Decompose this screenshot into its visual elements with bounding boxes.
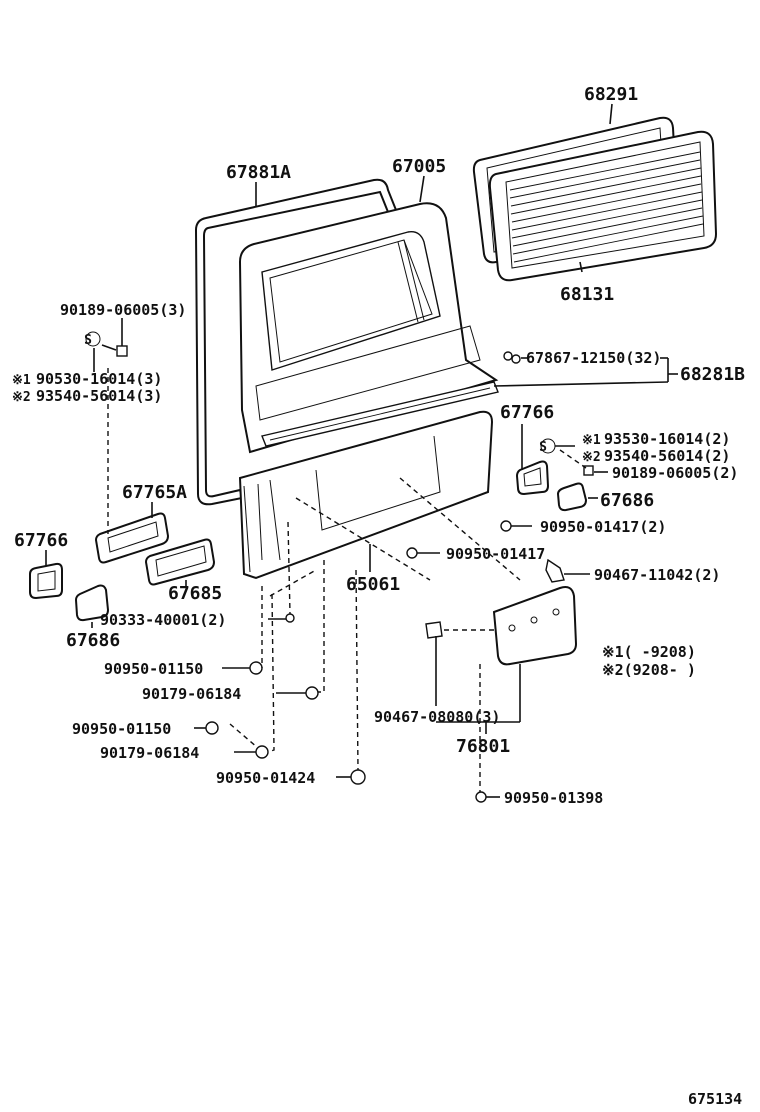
- garnish-67766-right: [515, 460, 550, 496]
- marker-2-right: ※2: [582, 450, 601, 465]
- note-2: ※2(9208- ): [602, 661, 696, 679]
- s-clip-left: [85, 331, 101, 347]
- label-65061: 65061: [346, 574, 400, 595]
- label-67881A: 67881A: [226, 162, 291, 183]
- clip-90467-08080: [425, 621, 443, 639]
- clip-67867: [503, 351, 513, 361]
- label-93540-56014-3: 93540-56014(3): [36, 387, 162, 405]
- marker-2-left: ※2: [12, 390, 31, 405]
- label-90950-01150-b: 90950-01150: [72, 720, 171, 738]
- glass-68131: [488, 130, 718, 282]
- label-67686-left: 67686: [66, 630, 120, 651]
- label-93530-16014-2: 93530-16014(2): [604, 430, 730, 448]
- label-90189-06005-2: 90189-06005(2): [612, 464, 738, 482]
- nut-90950-01150-a: [249, 661, 263, 675]
- back-door-panel-67005: [238, 202, 499, 454]
- label-90333-40001: 90333-40001(2): [100, 611, 226, 629]
- cover-76801: [492, 586, 578, 666]
- screw-90333: [285, 613, 295, 623]
- assembly-dashed-lines: [107, 368, 587, 792]
- garnish-67686-right: [556, 482, 588, 512]
- nut-90950-01398: [475, 791, 487, 803]
- bolt-90950-01417: [406, 547, 418, 559]
- label-90467-11042: 90467-11042(2): [594, 566, 720, 584]
- label-90950-01150-a: 90950-01150: [104, 660, 203, 678]
- marker-1-right: ※1: [582, 433, 601, 448]
- garnish-67766-left: [29, 562, 63, 600]
- part-labels: 68291 67881A 67005 68131 90189-06005(3) …: [12, 84, 745, 1108]
- nut-90950-01150-b: [205, 721, 219, 735]
- label-67766-left: 67766: [14, 530, 68, 551]
- label-68291: 68291: [584, 84, 638, 105]
- nut-90950-01424: [350, 769, 366, 785]
- label-90179-06184-b: 90179-06184: [100, 744, 199, 762]
- label-90950-01417: 90950-01417: [446, 545, 545, 563]
- label-68281B: 68281B: [680, 364, 745, 385]
- label-67005: 67005: [392, 156, 446, 177]
- label-67685: 67685: [168, 583, 222, 604]
- hardware: [85, 331, 594, 803]
- label-90179-06184-a: 90179-06184: [142, 685, 241, 703]
- gasket-67765A: [94, 512, 170, 564]
- glass-defogger-lines: [509, 151, 704, 263]
- bolt-90950-01417-2: [500, 520, 512, 532]
- label-90530-16014-3: 90530-16014(3): [36, 370, 162, 388]
- label-67686-right: 67686: [600, 490, 654, 511]
- note-1: ※1( -9208): [602, 643, 696, 661]
- leader-lines: [45, 103, 678, 798]
- washer-90179-a: [305, 686, 319, 700]
- clip-90189-left: [116, 345, 128, 357]
- bolt-90467-11042: [545, 558, 565, 583]
- label-90950-01398: 90950-01398: [504, 789, 603, 807]
- diagram-id: 675134: [688, 1090, 742, 1108]
- label-93540-56014-2: 93540-56014(2): [604, 447, 730, 465]
- marker-1-left: ※1: [12, 373, 31, 388]
- label-90189-06005-3: 90189-06005(3): [60, 301, 186, 319]
- door-trim-65061: [238, 410, 494, 580]
- label-67867-12150: 67867-12150(32): [526, 349, 661, 367]
- label-68131: 68131: [560, 284, 614, 305]
- label-90950-01424: 90950-01424: [216, 769, 315, 787]
- label-90467-08080: 90467-08080(3): [374, 708, 500, 726]
- label-s-left: S: [84, 333, 92, 348]
- label-s-right: S: [539, 440, 547, 455]
- label-76801: 76801: [456, 736, 510, 757]
- label-67766-right: 67766: [500, 402, 554, 423]
- garnish-67686-left: [74, 584, 110, 622]
- lamp-67685: [144, 538, 216, 586]
- weatherstrip-67881A: [194, 178, 402, 506]
- clip-90189-right: [583, 465, 594, 476]
- label-90950-01417-2: 90950-01417(2): [540, 518, 666, 536]
- label-67765A: 67765A: [122, 482, 187, 503]
